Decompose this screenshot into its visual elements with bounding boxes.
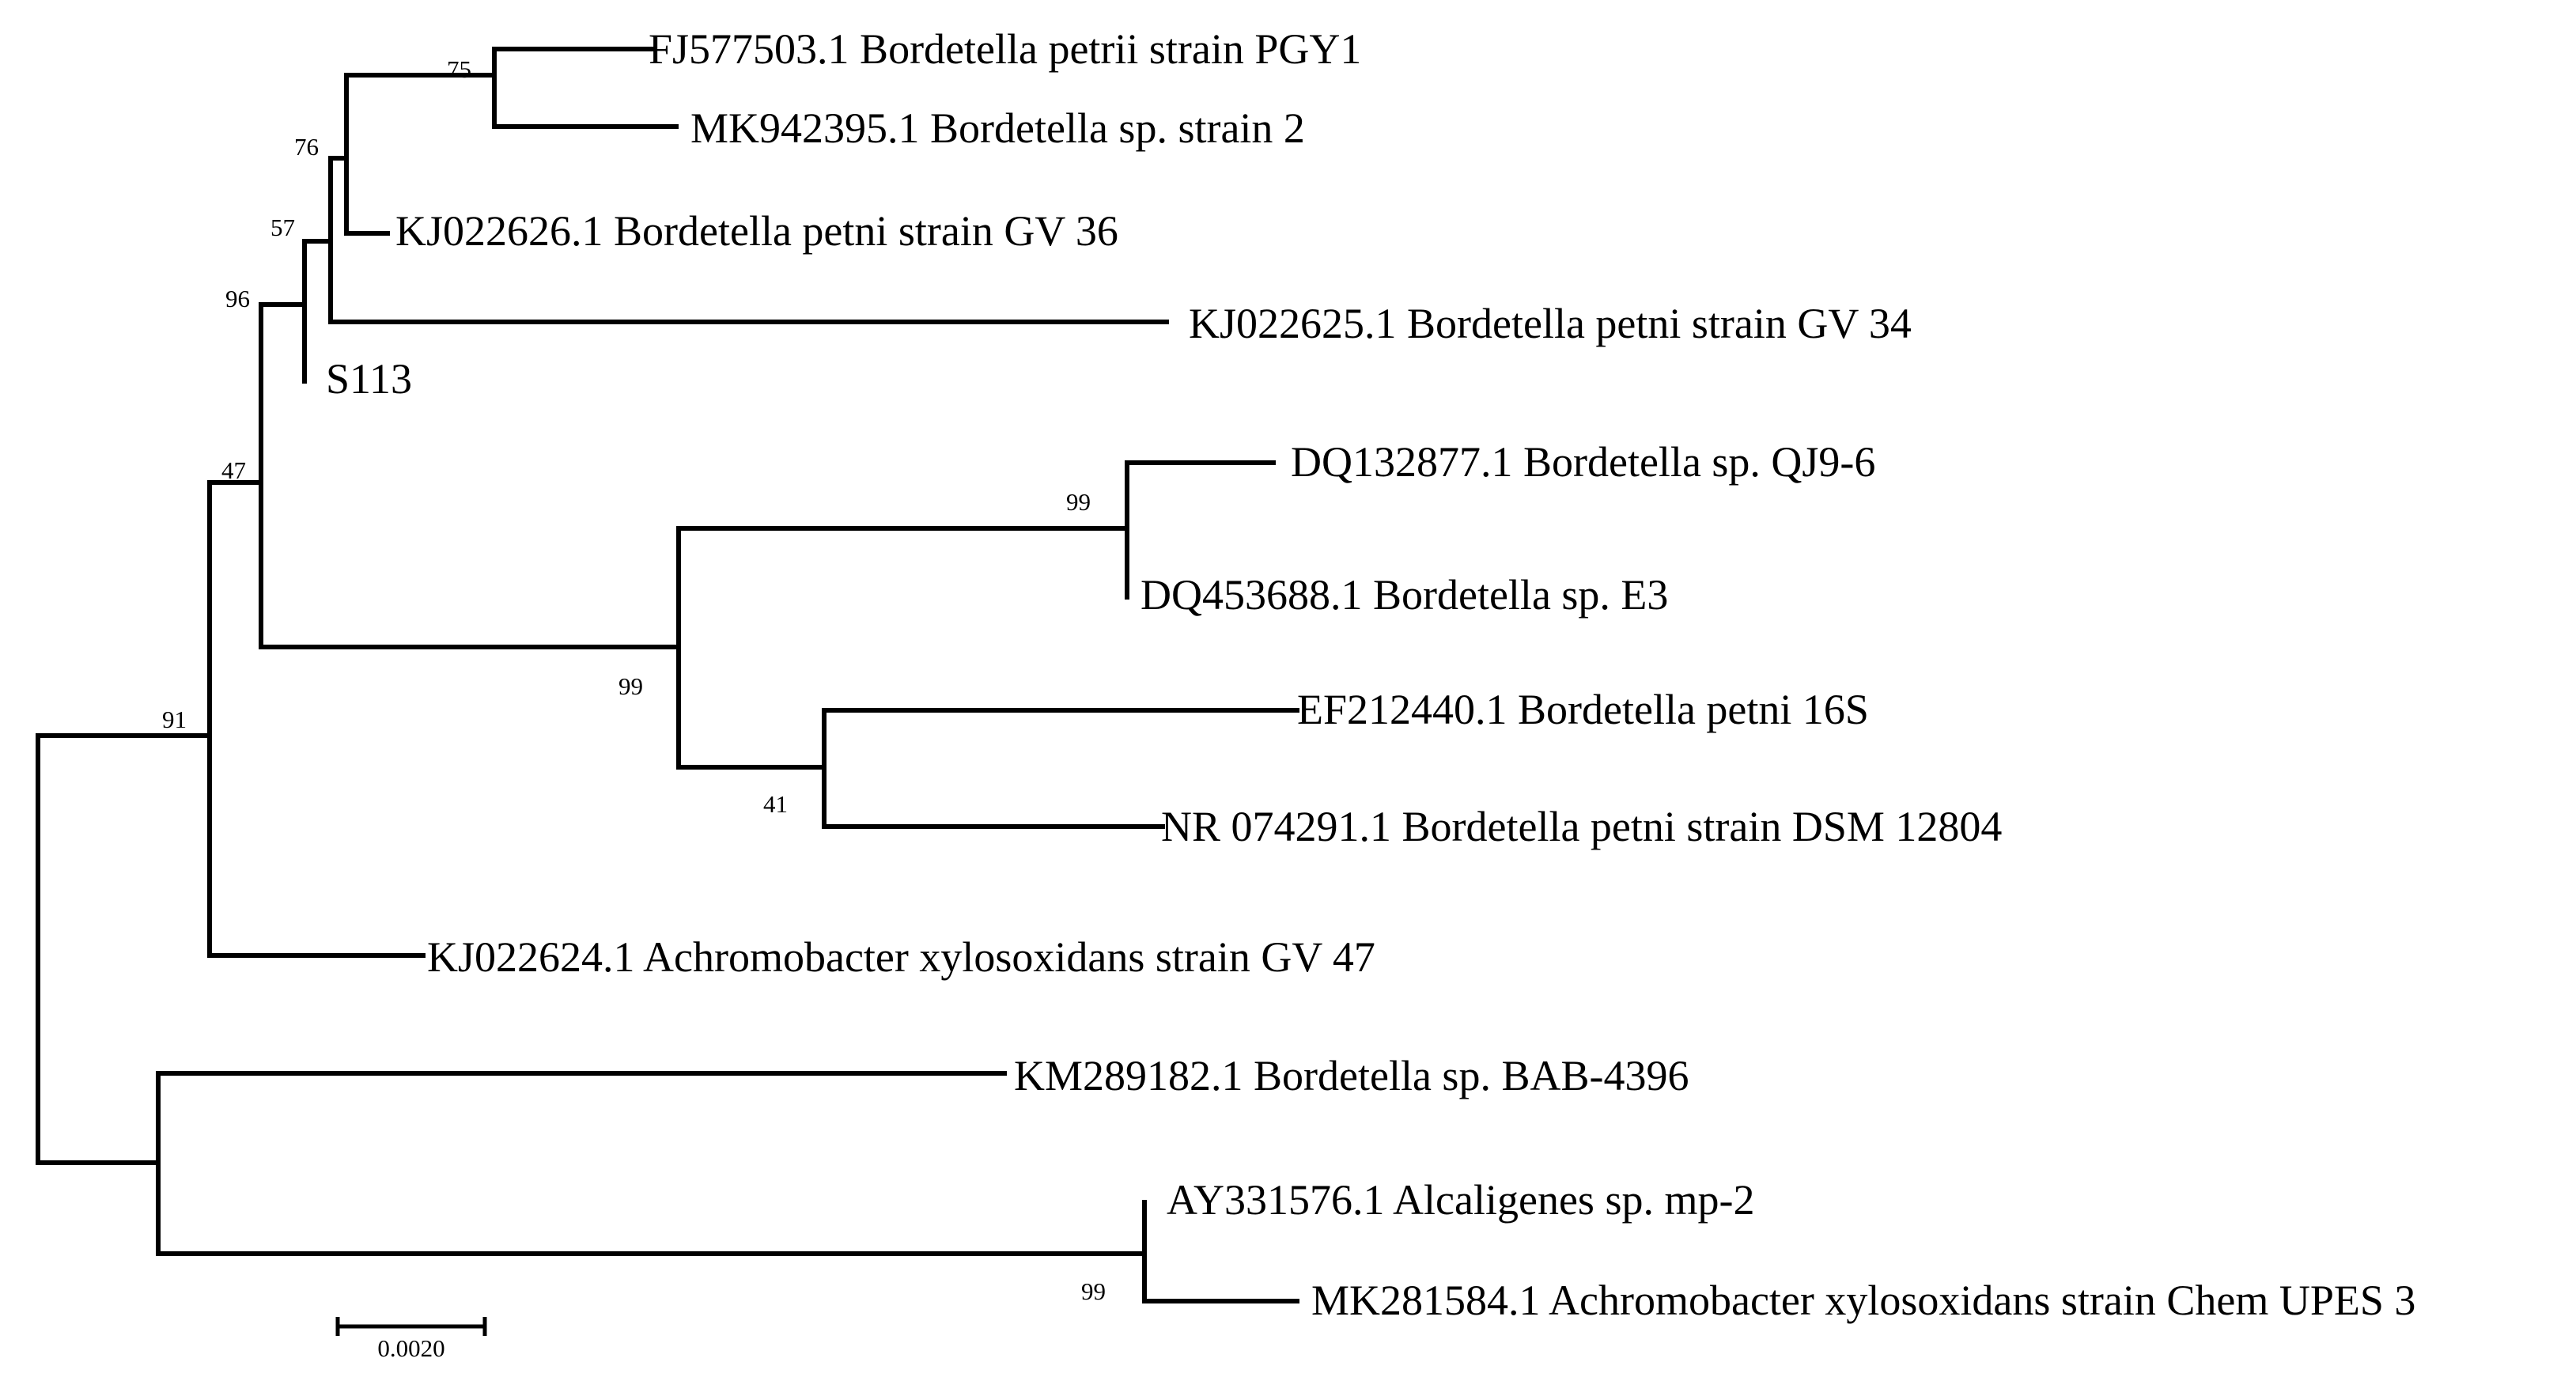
taxon-label-s113: S113 bbox=[326, 355, 412, 403]
taxon-label-mk281584: MK281584.1 Achromobacter xylosoxidans st… bbox=[1311, 1277, 2415, 1324]
taxon-label-kj022624: KJ022624.1 Achromobacter xylosoxidans st… bbox=[427, 933, 1375, 981]
bootstrap-value: 57 bbox=[270, 214, 295, 241]
bootstrap-value: 41 bbox=[763, 790, 788, 818]
bootstrap-value: 99 bbox=[618, 672, 643, 700]
taxon-label-kj022626: KJ022626.1 Bordetella petni strain GV 36 bbox=[395, 207, 1118, 255]
scale-bar-label: 0.0020 bbox=[377, 1334, 444, 1362]
bootstrap-value: 96 bbox=[225, 285, 250, 312]
scale-bar: 0.0020 bbox=[335, 1317, 487, 1362]
taxon-label-mk942395: MK942395.1 Bordetella sp. strain 2 bbox=[690, 104, 1305, 152]
bootstrap-value: 99 bbox=[1081, 1277, 1106, 1305]
taxon-label-fj577503: FJ577503.1 Bordetella petrii strain PGY1 bbox=[649, 25, 1361, 73]
bootstrap-value: 47 bbox=[221, 456, 246, 484]
taxon-label-dq132877: DQ132877.1 Bordetella sp. QJ9-6 bbox=[1291, 438, 1875, 486]
taxon-labels: FJ577503.1 Bordetella petrii strain PGY1… bbox=[326, 25, 2415, 1324]
taxon-label-km289182: KM289182.1 Bordetella sp. BAB-4396 bbox=[1014, 1052, 1689, 1099]
taxon-label-kj022625: KJ022625.1 Bordetella petni strain GV 34 bbox=[1189, 300, 1912, 347]
bootstrap-value: 75 bbox=[447, 55, 471, 83]
taxon-label-dq453688: DQ453688.1 Bordetella sp. E3 bbox=[1140, 571, 1668, 619]
tree-branches bbox=[36, 47, 1299, 1303]
bootstrap-value: 76 bbox=[294, 133, 319, 161]
taxon-label-nr074291: NR 074291.1 Bordetella petni strain DSM … bbox=[1161, 803, 2002, 850]
taxon-label-ay331576: AY331576.1 Alcaligenes sp. mp-2 bbox=[1167, 1176, 1754, 1224]
bootstrap-value: 91 bbox=[162, 706, 187, 733]
bootstrap-values: 75 76 57 96 47 99 99 41 91 99 bbox=[162, 55, 1106, 1305]
taxon-label-ef212440: EF212440.1 Bordetella petni 16S bbox=[1297, 686, 1869, 733]
bootstrap-value: 99 bbox=[1066, 488, 1091, 516]
scale-bar-line bbox=[335, 1317, 487, 1336]
